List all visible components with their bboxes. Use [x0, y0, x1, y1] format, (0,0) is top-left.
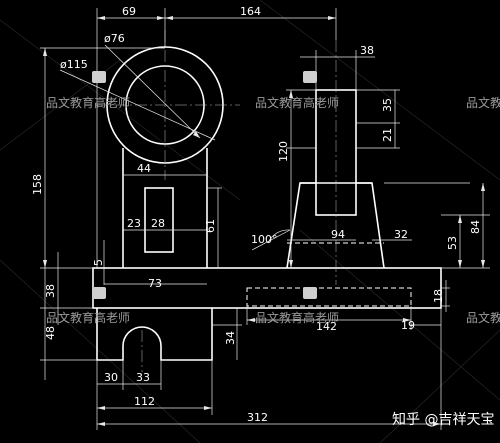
dim-112: 112 [134, 395, 155, 408]
trapezoid-boss [286, 182, 385, 269]
centerlines [95, 30, 337, 372]
dimension-lines [40, 8, 490, 430]
dim-21: 21 [381, 128, 394, 142]
dim-dia76: ø76 [104, 32, 125, 45]
watermark-label: 品文教育高老师 [255, 310, 339, 325]
camera-icon [92, 287, 106, 299]
dim-53: 53 [446, 236, 459, 250]
dim-61: 61 [204, 219, 217, 233]
watermark-label: 品文教育高老师 [466, 95, 500, 110]
dim-69: 69 [122, 5, 136, 18]
dim-32: 32 [394, 228, 408, 241]
arrowheads [43, 16, 485, 426]
dim-23: 23 [127, 217, 141, 230]
dim-5: 5 [92, 259, 105, 266]
watermark-label: 品文教育高老师 [466, 310, 500, 325]
watermark-label: 品文教育高老师 [46, 310, 130, 325]
hidden-lines [246, 242, 412, 307]
dim-158: 158 [31, 174, 44, 195]
watermarks: 品文教育高老师 品文教育高老师 品文教育高老师 品文教育高老师 品文教育高老师 … [46, 71, 500, 325]
dim-312: 312 [247, 411, 268, 424]
dim-19: 19 [401, 319, 415, 332]
camera-icon [303, 287, 317, 299]
dim-142: 142 [316, 320, 337, 333]
dim-164: 164 [240, 5, 261, 18]
dim-94: 94 [331, 228, 345, 241]
dim-73: 73 [148, 277, 162, 290]
side-view-outline [286, 89, 385, 269]
brand-signature: 知乎 @吉祥天宝 [392, 411, 494, 428]
lower-foot [96, 308, 213, 361]
dim-30: 30 [104, 371, 118, 384]
watermark-label: 品文教育高老师 [255, 95, 339, 110]
dim-120: 120 [277, 141, 290, 162]
watermark-label: 品文教育高老师 [46, 95, 130, 110]
dim-35: 35 [381, 98, 394, 112]
dim-dia115: ø115 [60, 58, 88, 71]
dim-48: 48 [44, 326, 57, 340]
dim-18: 18 [432, 289, 445, 303]
dim-28: 28 [151, 217, 165, 230]
dim-angle-100: 100° [251, 233, 278, 246]
dim-44: 44 [137, 162, 151, 175]
support-slot [144, 187, 174, 253]
camera-icon [303, 71, 317, 83]
dim-38-top: 38 [360, 44, 374, 57]
dimension-labels: 69 164 ø76 ø115 38 35 21 120 158 44 23 2… [31, 5, 482, 424]
dim-34: 34 [224, 331, 237, 345]
camera-icon [92, 71, 106, 83]
dim-84: 84 [469, 220, 482, 234]
dim-38-left: 38 [44, 284, 57, 298]
dim-33: 33 [136, 371, 150, 384]
